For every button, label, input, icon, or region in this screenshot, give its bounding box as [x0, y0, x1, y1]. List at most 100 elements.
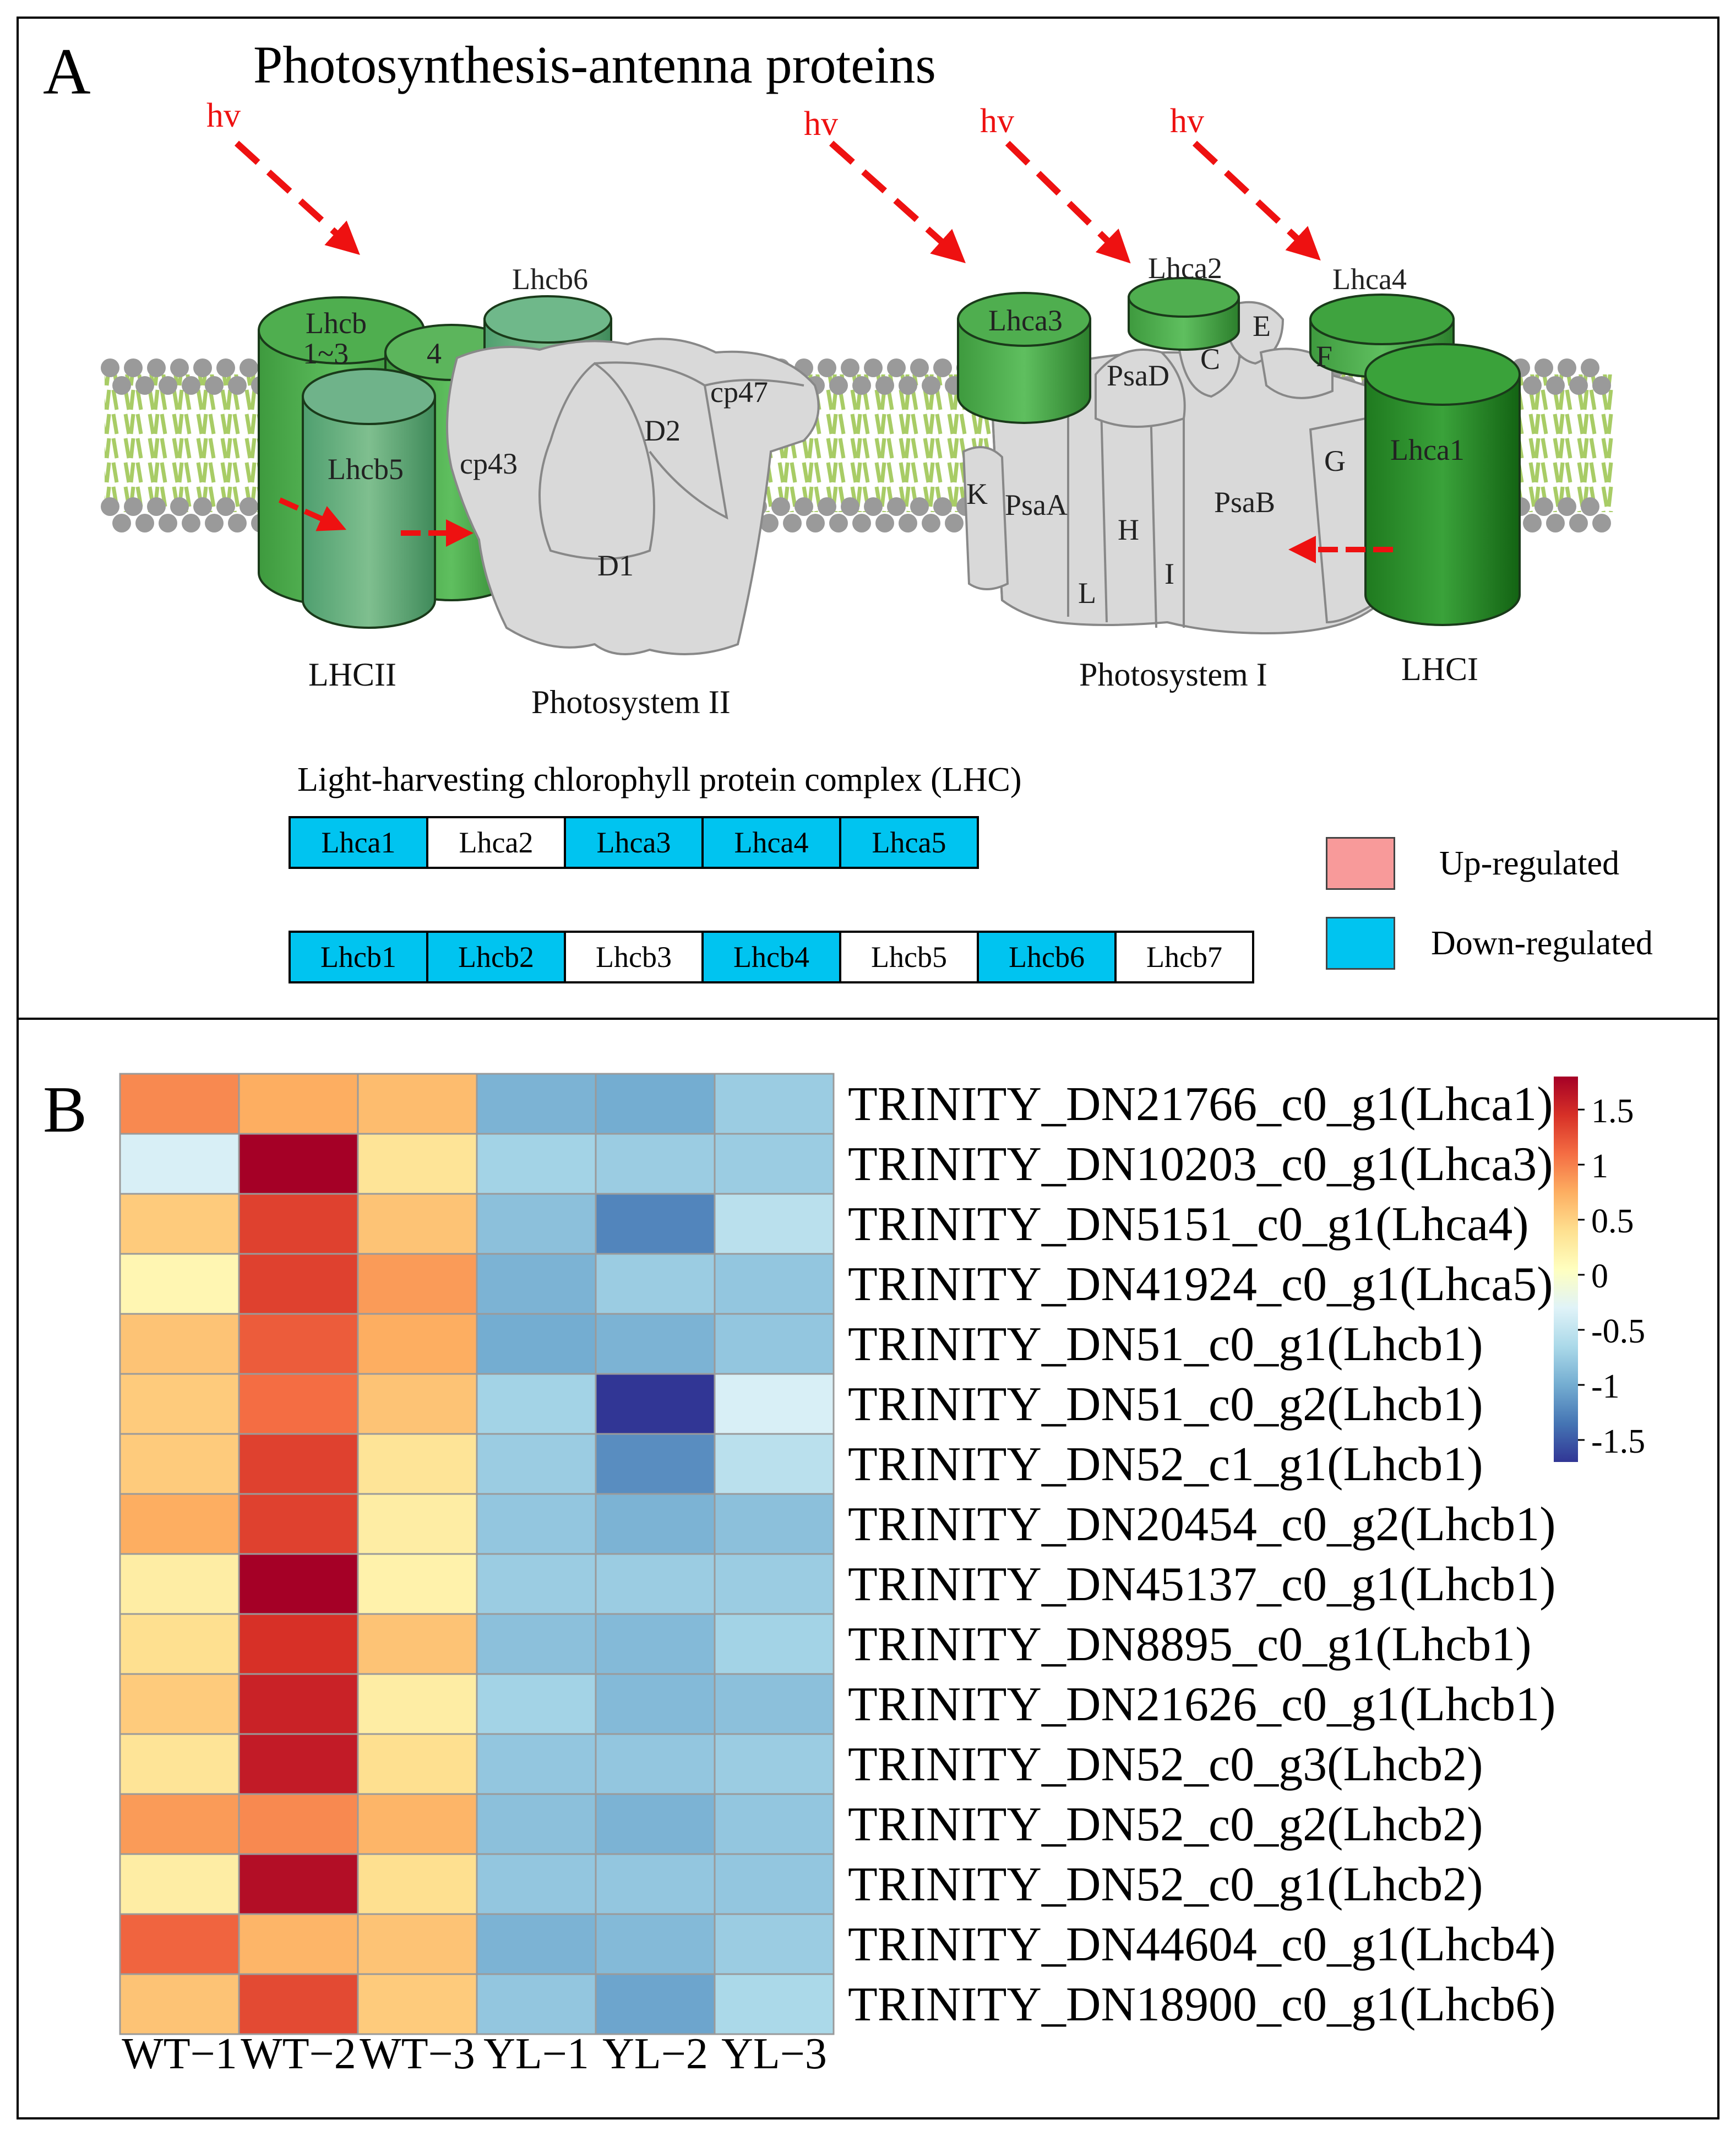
heatmap-cell: [238, 1613, 359, 1675]
heatmap-cell: [238, 1913, 359, 1975]
lipid-bead: [899, 514, 917, 532]
heatmap-cell: [238, 1373, 359, 1435]
lipid-bead: [1581, 358, 1599, 377]
heatmap-cell: [476, 1373, 597, 1435]
colorbar-tick-label: 0.5: [1591, 1203, 1634, 1240]
lhcb13-label: Lhcb: [306, 307, 367, 340]
lipid-bead: [1534, 497, 1553, 516]
heatmap-cell: [357, 1133, 478, 1195]
heatmap-cell: [714, 1973, 835, 2035]
gene-box-lhcb2: Lhcb2: [426, 931, 566, 983]
l-label: L: [1078, 577, 1096, 610]
d1-label: D1: [597, 549, 634, 582]
heatmap-cell: [476, 1913, 597, 1975]
heatmap-cell: [595, 1673, 716, 1735]
k-label: K: [966, 477, 988, 510]
heatmap-cell: [119, 1073, 240, 1135]
heatmap-cell: [714, 1853, 835, 1915]
heatmap-cell: [714, 1673, 835, 1735]
heatmap-cell: [714, 1253, 835, 1315]
lipid-bead: [933, 497, 952, 516]
lipid-bead: [1558, 497, 1576, 516]
lhca3-label: Lhca3: [988, 304, 1063, 337]
legend-down: Down-regulated: [1326, 917, 1653, 970]
heatmap-cell: [714, 1133, 835, 1195]
lipid-bead: [216, 358, 235, 377]
lipid-bead: [852, 376, 871, 395]
heatmap-cell: [357, 1793, 478, 1855]
heatmap-row-label: TRINITY_DN52_c1_g1(Lhcb1): [848, 1438, 1483, 1491]
lipid-bead: [818, 358, 836, 377]
heatmap-cell: [357, 1973, 478, 2035]
heatmap-cell: [238, 1253, 359, 1315]
lipid-bead: [875, 514, 894, 532]
panel-divider: [17, 1018, 1719, 1020]
heatmap-cell: [476, 1073, 597, 1135]
lipid-bead: [922, 376, 940, 395]
lipid-bead: [806, 514, 825, 532]
heatmap-cell: [119, 1973, 240, 2035]
photosystem-i-label: Photosystem I: [1079, 656, 1267, 693]
gene-box-lhca3: Lhca3: [564, 816, 704, 869]
heatmap-cell: [714, 1733, 835, 1795]
heatmap-cell: [595, 1373, 716, 1435]
heatmap-cell: [357, 1313, 478, 1375]
heatmap-cell: [476, 1433, 597, 1495]
heatmap-cell: [595, 1253, 716, 1315]
heatmap-cell: [476, 1313, 597, 1375]
hv-label-3: hv: [980, 102, 1014, 140]
heatmap-cell: [714, 1913, 835, 1975]
heatmap-cell: [119, 1613, 240, 1675]
legend-up: Up-regulated: [1326, 837, 1619, 890]
lipid-bead: [240, 358, 258, 377]
heatmap-cell: [714, 1313, 835, 1375]
heatmap-row-label: TRINITY_DN20454_c0_g2(Lhcb1): [848, 1498, 1556, 1551]
lipid-bead: [771, 497, 790, 516]
d2-label: D2: [644, 414, 681, 447]
lipid-bead: [829, 514, 848, 532]
heatmap-col-label: WT−3: [360, 2030, 475, 2078]
lipid-bead: [193, 358, 212, 377]
gene-box-lhca5: Lhca5: [839, 816, 979, 869]
heatmap-cell: [357, 1853, 478, 1915]
lhcii-label: LHCII: [308, 656, 396, 693]
gene-box-lhcb5: Lhcb5: [839, 931, 979, 983]
cp47-label: cp47: [710, 376, 768, 409]
legend-up-swatch: [1326, 837, 1395, 890]
heatmap-cell: [238, 1553, 359, 1615]
heatmap-cell: [119, 1553, 240, 1615]
heatmap-cell: [119, 1373, 240, 1435]
lipid-bead: [193, 497, 212, 516]
lipid-bead: [216, 497, 235, 516]
heatmap-cell: [119, 1913, 240, 1975]
photosystem-ii: [446, 338, 820, 655]
heatmap-cell: [476, 1673, 597, 1735]
lipid-bead: [1534, 358, 1553, 377]
heatmap-row-label: TRINITY_DN45137_c0_g1(Lhcb1): [848, 1558, 1556, 1611]
heatmap-cell: [238, 1433, 359, 1495]
lhcb5-label: Lhcb5: [328, 453, 404, 486]
heatmap-row-label: TRINITY_DN10203_c0_g1(Lhca3): [848, 1138, 1553, 1191]
heatmap-row-label: TRINITY_DN52_c0_g1(Lhcb2): [848, 1858, 1483, 1911]
heatmap-cell: [595, 1073, 716, 1135]
lipid-bead: [124, 358, 143, 377]
lipid-bead: [922, 514, 940, 532]
psab-label: PsaB: [1214, 486, 1275, 519]
lhca4-label: Lhca4: [1332, 263, 1407, 296]
heatmap-cell: [476, 1133, 597, 1195]
heatmap-cell: [238, 1793, 359, 1855]
lipid-bead: [112, 376, 131, 395]
heatmap-cell: [238, 1073, 359, 1135]
heatmap-cell: [357, 1553, 478, 1615]
lipid-bead: [1546, 376, 1565, 395]
lipid-bead: [841, 497, 859, 516]
heatmap-col-label: WT−2: [241, 2030, 356, 2078]
cp43-label: cp43: [460, 447, 518, 480]
lipid-bead: [170, 497, 189, 516]
heatmap-cell: [714, 1373, 835, 1435]
heatmap-cell: [476, 1553, 597, 1615]
e-label: E: [1253, 309, 1271, 343]
heatmap-row-label: TRINITY_DN21766_c0_g1(Lhca1): [848, 1078, 1553, 1131]
lhca2-complex: [1128, 277, 1240, 351]
